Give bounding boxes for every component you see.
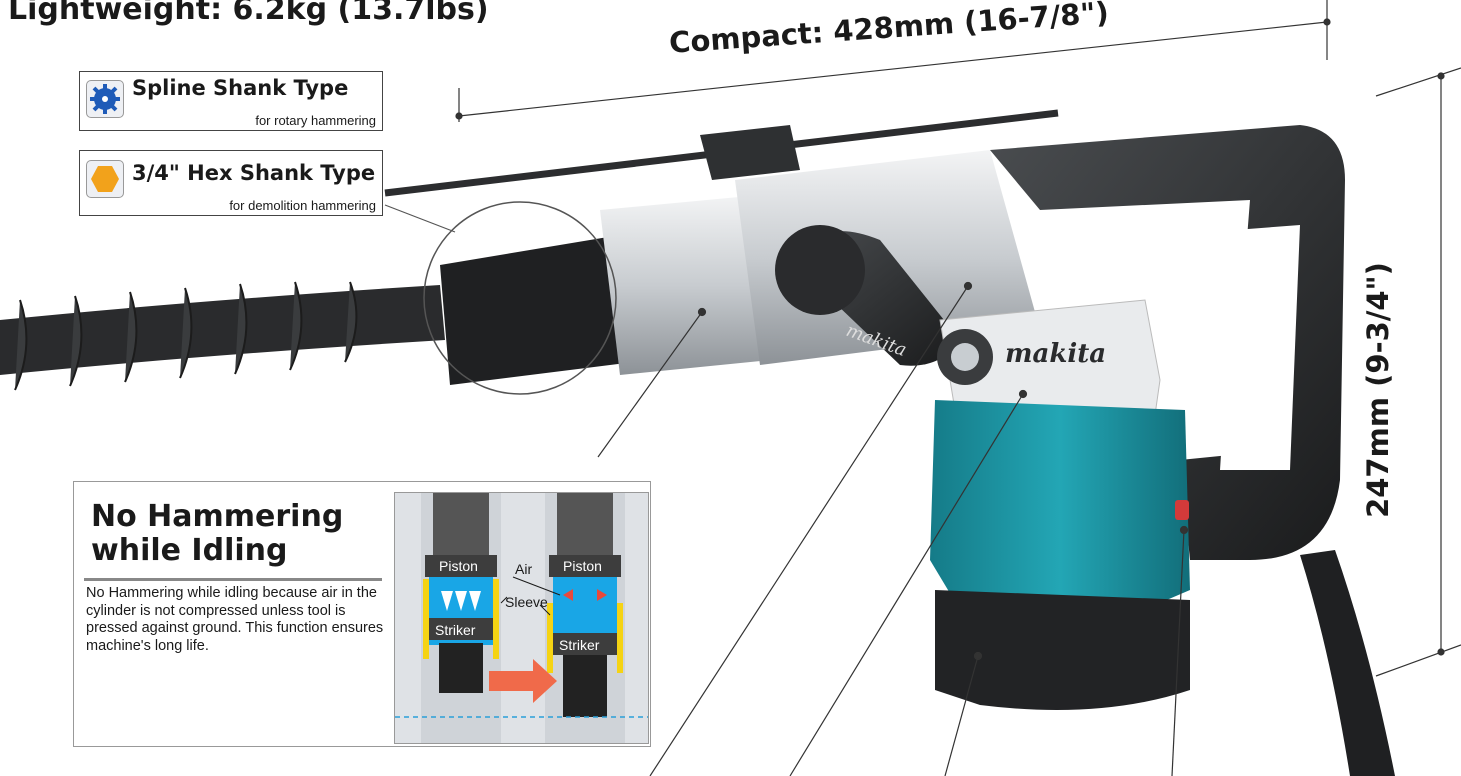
idle-feature-title: No Hammering while Idling xyxy=(91,499,344,568)
sleeve-label: Sleeve xyxy=(505,594,548,610)
striker-left-label: Striker xyxy=(435,622,476,638)
piston-diagram: Piston Striker Piston Striker Air Sleeve xyxy=(394,492,649,744)
hex-shank-box: 3/4" Hex Shank Type for demolition hamme… xyxy=(79,150,383,216)
weight-headline: Lightweight: 6.2kg (13.7lbs) xyxy=(8,0,489,27)
divider xyxy=(84,578,382,581)
air-label: Air xyxy=(515,561,532,577)
height-dimension-line xyxy=(1375,67,1461,677)
spline-shank-title: Spline Shank Type xyxy=(132,76,349,100)
hex-shank-title: 3/4" Hex Shank Type xyxy=(132,161,376,185)
striker-right-label: Striker xyxy=(559,637,600,653)
hexagon-icon xyxy=(86,160,124,198)
piston-left-label: Piston xyxy=(439,558,478,574)
piston-right-label: Piston xyxy=(563,558,602,574)
spline-shank-subtitle: for rotary hammering xyxy=(255,113,376,128)
hex-shank-subtitle: for demolition hammering xyxy=(229,198,376,213)
spline-shank-box: Spline Shank Type for rotary hammering xyxy=(79,71,383,131)
svg-text:makita: makita xyxy=(1005,339,1106,369)
idle-feature-box: No Hammering while Idling No Hammering w… xyxy=(73,481,651,747)
idle-feature-description: No Hammering while idling because air in… xyxy=(86,585,384,654)
length-dimension-line xyxy=(455,0,1331,122)
spline-gear-icon xyxy=(86,80,124,118)
